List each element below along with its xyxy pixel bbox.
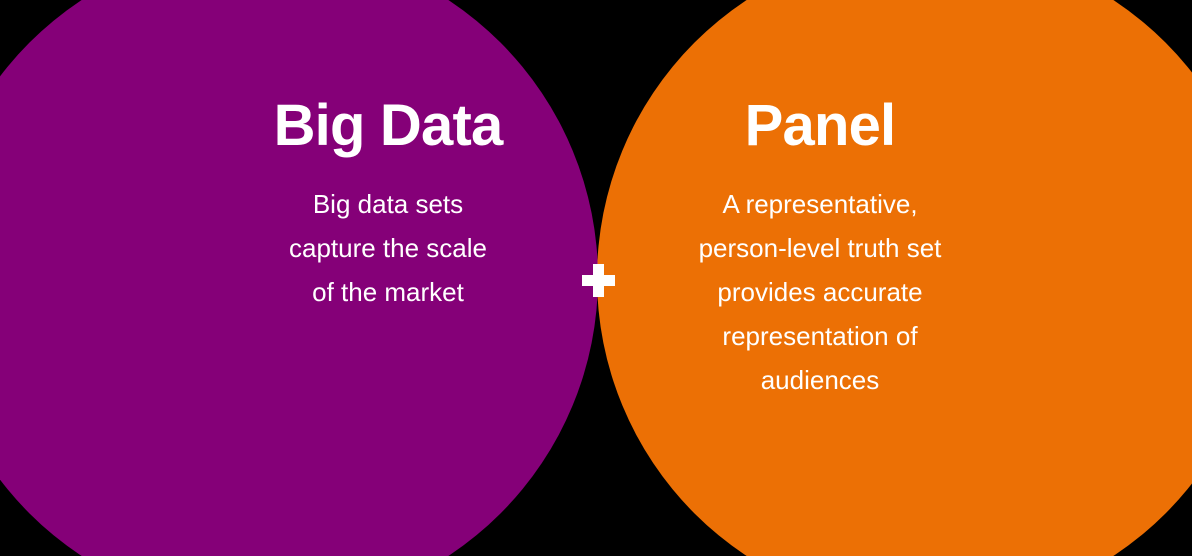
panel-circle [597,0,1192,556]
big-data-circle [0,0,598,556]
